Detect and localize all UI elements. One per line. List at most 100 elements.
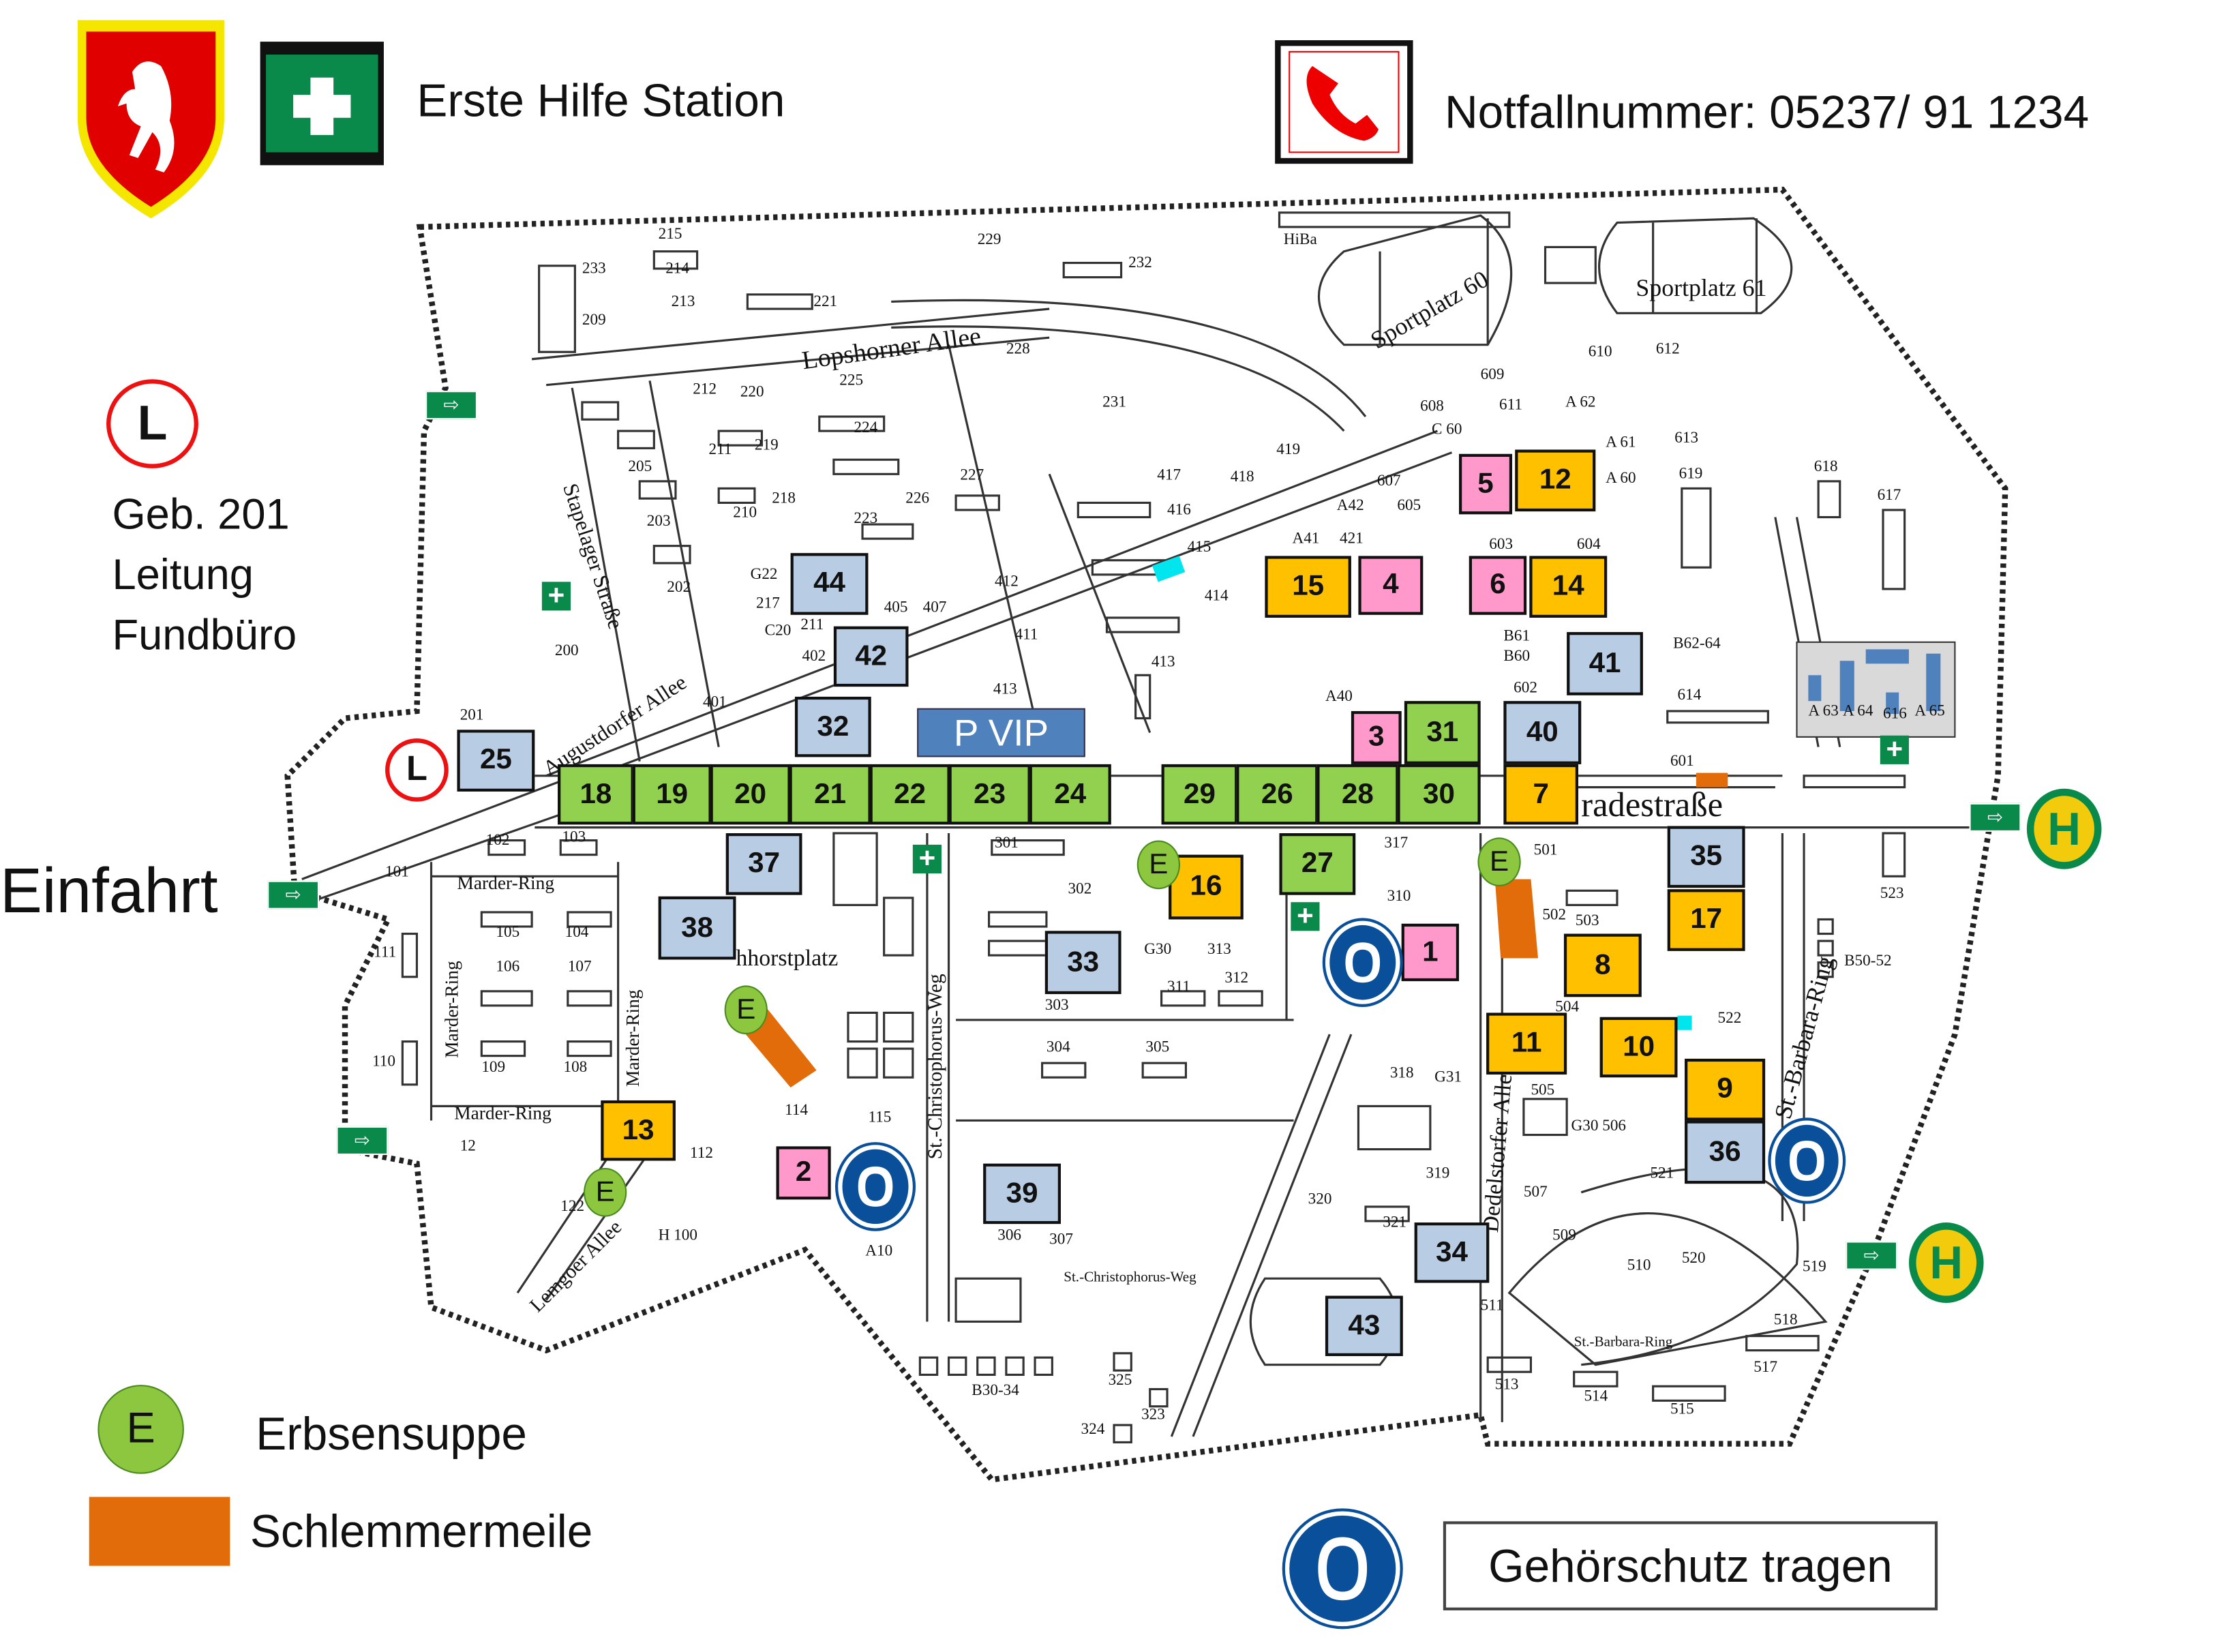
building-number: A42 <box>1336 497 1364 515</box>
building-number: 520 <box>1681 1250 1706 1267</box>
erbsensuppe-legend-label: Erbsensuppe <box>256 1407 527 1460</box>
stand-18[interactable]: 18 <box>558 764 634 825</box>
stand-13[interactable]: 13 <box>601 1100 676 1161</box>
first-aid-marker[interactable]: + <box>912 844 942 873</box>
stand-36[interactable]: 36 <box>1685 1120 1766 1184</box>
building-number: 232 <box>1128 254 1152 272</box>
stand-30[interactable]: 30 <box>1397 764 1481 825</box>
erbsensuppe-marker[interactable]: E <box>1136 840 1180 890</box>
first-aid-marker[interactable]: + <box>1880 736 1909 764</box>
stand-40[interactable]: 40 <box>1503 701 1582 764</box>
stand-28[interactable]: 28 <box>1316 764 1399 825</box>
stand-32[interactable]: 32 <box>794 696 871 757</box>
building-number: 321 <box>1383 1214 1407 1231</box>
street-label: St.-Christophorus-Weg <box>1064 1270 1196 1286</box>
building-number: 510 <box>1627 1257 1651 1274</box>
stand-19[interactable]: 19 <box>632 764 712 825</box>
stand-20[interactable]: 20 <box>710 764 791 825</box>
erbsensuppe-marker[interactable]: E <box>724 985 768 1035</box>
stand-1[interactable]: 1 <box>1401 923 1460 982</box>
stand-21[interactable]: 21 <box>789 764 871 825</box>
building-number: 402 <box>802 648 826 665</box>
bus-stop-icon[interactable]: H <box>1908 1222 1984 1304</box>
stand-44[interactable]: 44 <box>790 553 869 615</box>
stand-9[interactable]: 9 <box>1685 1058 1766 1121</box>
building-number: 303 <box>1044 997 1069 1015</box>
building-number: 405 <box>884 599 908 616</box>
stand-35[interactable]: 35 <box>1667 826 1745 888</box>
building-number: 301 <box>995 835 1019 852</box>
first-aid-marker[interactable]: + <box>541 582 571 611</box>
stand-38[interactable]: 38 <box>658 896 736 960</box>
stand-3[interactable]: 3 <box>1351 710 1402 764</box>
building-number: C 60 <box>1431 421 1462 438</box>
stand-10[interactable]: 10 <box>1599 1017 1678 1078</box>
building-number: 413 <box>993 680 1017 699</box>
building-number: 226 <box>905 490 930 507</box>
building-number: 114 <box>785 1102 809 1120</box>
stand-12[interactable]: 12 <box>1515 449 1596 512</box>
stand-27[interactable]: 27 <box>1279 833 1356 895</box>
stand-11[interactable]: 11 <box>1486 1012 1567 1075</box>
vip-parking[interactable]: P VIP <box>917 708 1085 757</box>
building-number: 421 <box>1340 530 1364 547</box>
building-number: 411 <box>1014 626 1038 644</box>
stand-26[interactable]: 26 <box>1236 764 1319 825</box>
building-number: 227 <box>960 466 984 485</box>
stand-41[interactable]: 41 <box>1567 632 1643 695</box>
building-number: 221 <box>813 292 838 311</box>
building-number: 201 <box>460 706 484 724</box>
stand-37[interactable]: 37 <box>725 833 802 895</box>
stand-42[interactable]: 42 <box>833 626 909 687</box>
exit-sign-icon: ⇨ <box>1846 1241 1898 1270</box>
stand-8[interactable]: 8 <box>1563 933 1642 997</box>
stand-25[interactable]: 25 <box>457 730 535 792</box>
building-number: 307 <box>1049 1231 1073 1248</box>
info-line: Leitung <box>112 552 254 599</box>
stand-7[interactable]: 7 <box>1503 764 1579 825</box>
building-number: 509 <box>1552 1227 1576 1244</box>
bus-stop-icon[interactable]: H <box>2026 788 2102 869</box>
stand-15[interactable]: 15 <box>1265 556 1351 618</box>
building-number: 205 <box>628 458 652 476</box>
building-number: 521 <box>1650 1165 1674 1183</box>
stand-6[interactable]: 6 <box>1469 556 1527 615</box>
stand-2[interactable]: 2 <box>776 1146 831 1200</box>
hearing-protection-icon <box>1325 920 1400 1004</box>
building-number: A41 <box>1292 530 1320 547</box>
building-number: A 60 <box>1606 469 1636 487</box>
building-number: 611 <box>1499 396 1522 414</box>
building-number: 305 <box>1145 1038 1170 1056</box>
stand-39[interactable]: 39 <box>983 1163 1061 1225</box>
building-number: A 61 <box>1606 434 1636 451</box>
lost-and-found-icon: L <box>106 379 198 468</box>
stand-43[interactable]: 43 <box>1325 1295 1403 1357</box>
site-boundary <box>284 186 2008 1483</box>
erbsensuppe-legend-icon: E <box>97 1385 184 1474</box>
building-number: A 63 <box>1808 702 1839 720</box>
schlemmermeile-legend-swatch <box>89 1497 230 1566</box>
stand-31[interactable]: 31 <box>1404 701 1481 764</box>
exit-sign-icon: ⇨ <box>425 391 477 420</box>
stand-23[interactable]: 23 <box>948 764 1031 825</box>
stand-5[interactable]: 5 <box>1459 453 1513 515</box>
stand-14[interactable]: 14 <box>1529 556 1608 618</box>
building-number: 414 <box>1204 587 1229 605</box>
stand-16[interactable]: 16 <box>1169 854 1244 920</box>
stand-17[interactable]: 17 <box>1667 889 1745 951</box>
building-number: 224 <box>854 419 878 437</box>
stand-33[interactable]: 33 <box>1044 931 1121 995</box>
building-number: 507 <box>1523 1184 1548 1201</box>
info-line: Fundbüro <box>112 612 297 660</box>
stand-34[interactable]: 34 <box>1414 1222 1490 1283</box>
stand-24[interactable]: 24 <box>1029 764 1111 825</box>
building-number: 519 <box>1802 1258 1826 1276</box>
first-aid-marker[interactable]: + <box>1291 902 1320 931</box>
stand-29[interactable]: 29 <box>1161 764 1238 825</box>
stand-4[interactable]: 4 <box>1358 556 1424 615</box>
erbsensuppe-marker[interactable]: E <box>1477 837 1521 887</box>
stand-22[interactable]: 22 <box>869 764 950 825</box>
street-label: hhorstplatz <box>736 946 839 972</box>
building-number: 617 <box>1877 487 1901 505</box>
erbsensuppe-marker[interactable]: E <box>584 1167 627 1217</box>
